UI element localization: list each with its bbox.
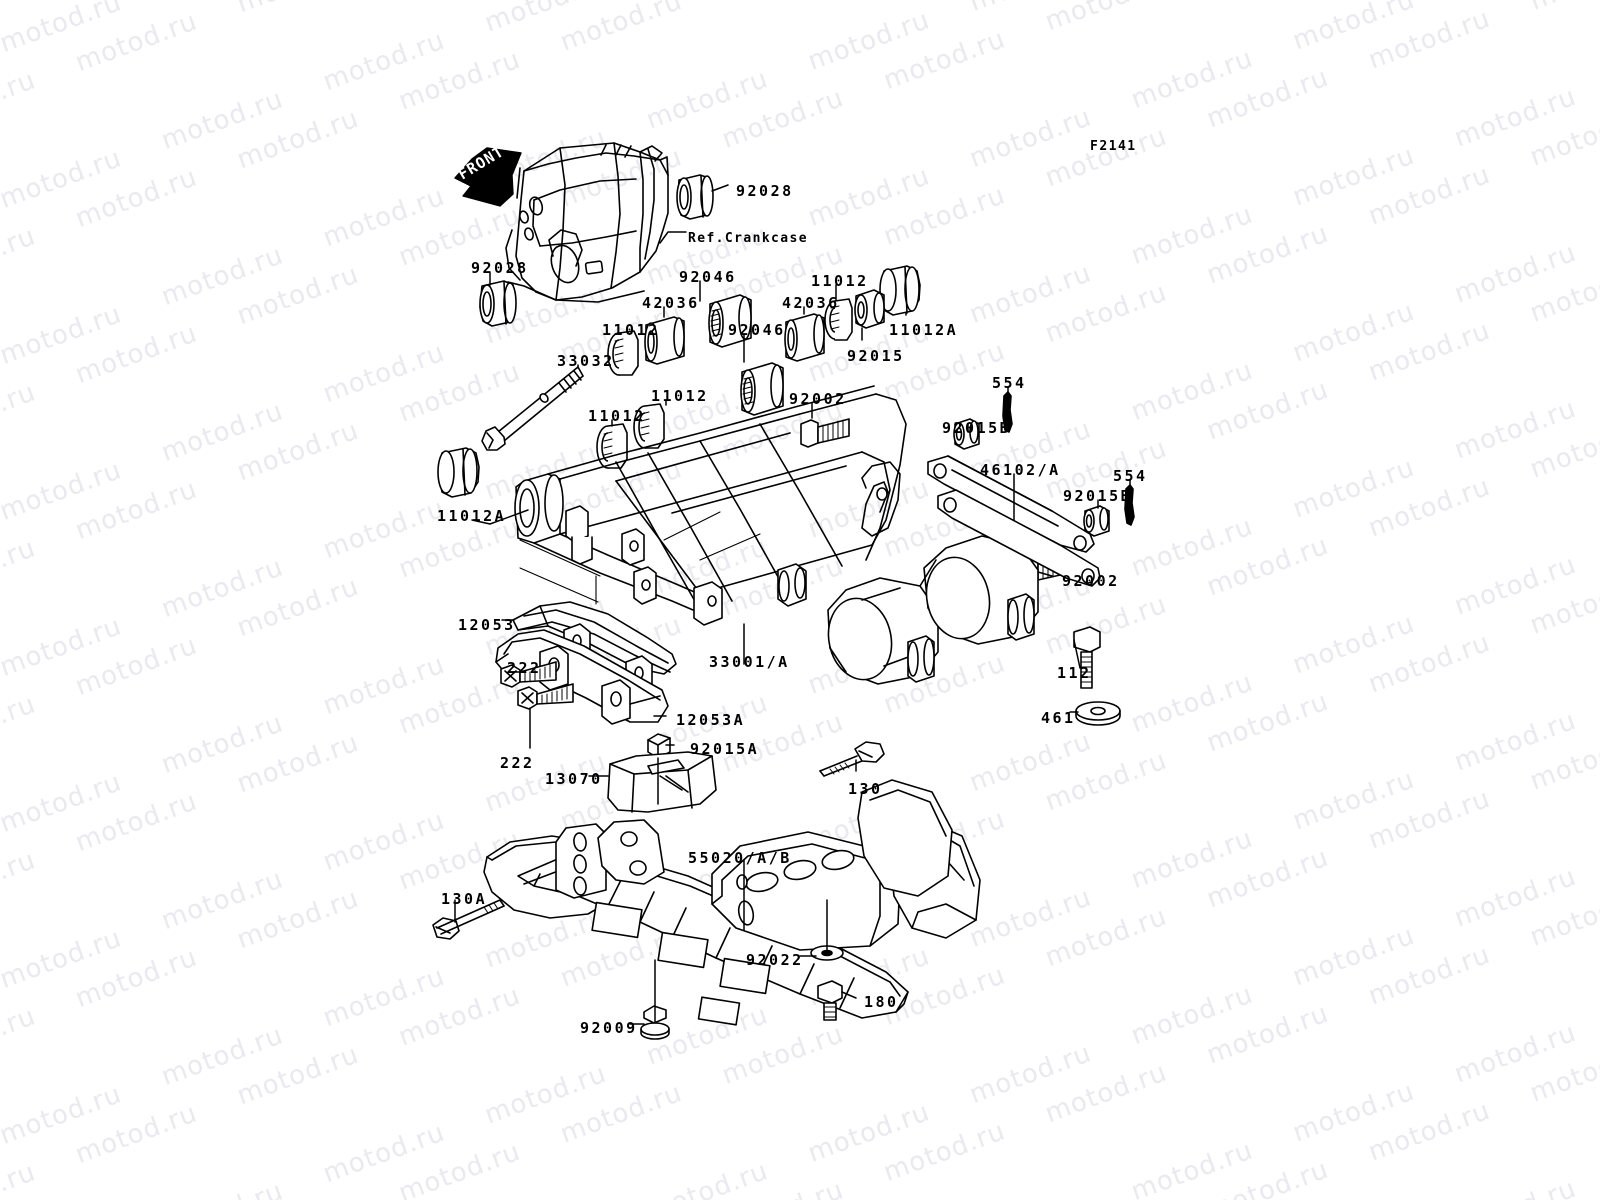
callout-461: 461 [1041,709,1076,727]
callout-12053a: 12053A [676,711,746,729]
needle-bearing-92046-lower [740,362,784,416]
screw-222-lower [517,683,574,710]
callout-92015: 92015 [847,347,905,365]
callout-11012: 11012 [811,272,869,290]
callout-33032: 33032 [557,352,615,370]
callout-92028: 92028 [736,182,794,200]
callout-46102-a: 46102/A [980,461,1061,479]
nut-92015b-lower [1083,505,1110,537]
callout-92002: 92002 [1062,572,1120,590]
leader-lines [454,184,1131,1025]
callout-42036: 42036 [642,294,700,312]
cotter-pin-554-lower [1124,484,1135,526]
callout-92015b: 92015B [1063,487,1133,505]
swingarm-33001a [514,385,1039,685]
front-arrow-icon [454,147,522,207]
callout-92015b: 92015B [942,419,1012,437]
screw-92009 [640,1005,670,1040]
callout-92046: 92046 [728,321,786,339]
tie-rod-46102a [927,455,1101,587]
nut-92015b-upper [953,418,980,450]
callout-222: 222 [507,659,542,677]
bushing-92028-left [479,280,517,327]
callout-112: 112 [1057,664,1092,682]
needle-bearing-92046-upper [708,294,752,348]
callout-11012: 11012 [651,387,709,405]
callout-130: 130 [848,780,883,798]
chain-guard-55020 [483,779,981,1026]
callout-11012: 11012 [602,321,660,339]
pivot-shaft-33032 [481,366,584,451]
diagram-code: F2141 [1090,139,1137,154]
callout-180: 180 [864,993,899,1011]
sleeve-42036-right [784,313,825,362]
bolt-130 [819,741,885,777]
callout-42036: 42036 [782,294,840,312]
seal-11012-a [607,330,639,376]
callout-92009: 92009 [580,1019,638,1037]
callout-222: 222 [500,754,535,772]
seal-11012-c [633,403,665,449]
callout-92022: 92022 [746,951,804,969]
seal-11012-b [596,423,628,469]
callout-92002: 92002 [789,390,847,408]
bolt-112 [1073,626,1101,689]
callout-130a: 130A [441,890,488,908]
cap-11012a-left [437,447,480,498]
callout-11012a: 11012A [437,507,507,525]
cotter-pin-554-upper [1002,391,1013,433]
callout-ref-crankcase: Ref.Crankcase [688,231,808,246]
callout-33001-a: 33001/A [709,653,790,671]
seal-11012-d [824,298,853,341]
screw-222-upper [500,661,557,688]
callout-55020-a-b: 55020/A/B [688,849,792,867]
callout-13070: 13070 [545,770,603,788]
callout-92015a: 92015A [690,740,760,758]
bolt-92002-upper [800,418,850,448]
chain-slider-13070 [607,751,717,813]
callout-12053: 12053 [458,616,516,634]
callout-92028: 92028 [471,259,529,277]
nut-92015a [647,733,671,759]
callout-554: 554 [1113,467,1148,485]
crankcase-reference [505,142,669,303]
bolt-130a [432,899,505,940]
callout-11012a: 11012A [889,321,959,339]
bolt-180 [817,980,843,1021]
bushing-92028-upper [676,174,714,220]
callout-554: 554 [992,374,1027,392]
cap-11012a-right [879,265,921,316]
nut-92015 [854,289,885,329]
sleeve-42036-left [644,316,685,365]
callout-11012: 11012 [588,407,646,425]
washer-461 [1075,701,1121,726]
callout-92046: 92046 [679,268,737,286]
